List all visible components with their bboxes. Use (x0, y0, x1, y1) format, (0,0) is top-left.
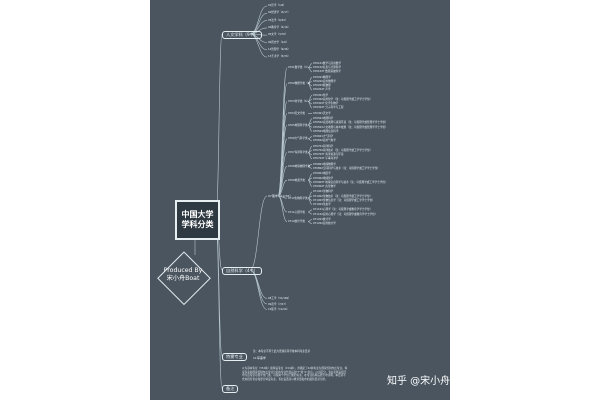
humanities-item[interactable]: 03法学（6/32） (268, 18, 288, 22)
science-class[interactable]: 0711心理学类 (288, 210, 305, 214)
category-natural-science[interactable]: 自然科学（4个） (222, 267, 262, 275)
science-major[interactable]: 070401天文学 (313, 111, 331, 115)
category-special[interactable]: 特需专业 (222, 353, 247, 361)
science-major[interactable]: 070303T 化学生物学 (313, 102, 339, 106)
humanities-item[interactable]: 02经济学（4/17） (268, 11, 291, 15)
science-major[interactable]: 070702海洋技术（注：可授理学或工学学士学位） (313, 149, 373, 152)
science-major[interactable]: 071201统计学 (313, 218, 331, 221)
science-major[interactable]: 070801地球物理学 (313, 162, 336, 166)
science-major[interactable]: 070602应用气象学 (313, 139, 336, 143)
science-major[interactable]: 070102信息与计算科学 (313, 66, 342, 70)
science-class[interactable]: 0706大气科学类 (288, 137, 308, 141)
science-class[interactable]: 0707海洋科学类 (288, 151, 308, 155)
science-class[interactable]: 0703化学类（6） (288, 100, 310, 104)
science-major[interactable]: 070701海洋科学 (313, 144, 334, 148)
science-subcategory[interactable]: 08工学（31/169） (268, 297, 291, 300)
science-major[interactable]: 070903T 地球信息科学与技术（注：可授理学或工学学士学位） (313, 180, 388, 184)
science-major[interactable]: 071003生物信息学（注：可授理学或工学学士学位） (313, 198, 375, 202)
science-class[interactable]: 0712统计学类 (288, 220, 305, 224)
special-note: 注：本专业不列于此为普通高等学校本科专业目录 (253, 350, 311, 353)
science-major[interactable]: 070504地理信息科学 (313, 129, 339, 133)
watermark: 知乎 @宋小舟 (387, 376, 450, 387)
science-class[interactable]: 0709地质学类 (288, 178, 305, 182)
science-major[interactable]: 071004生态学 (313, 203, 331, 206)
science-major[interactable]: 070301化学 (313, 93, 329, 97)
science-major[interactable]: 071102应用心理学（注：可授理学或教育学学士学位） (313, 212, 378, 216)
science-subcategory[interactable]: 09农学（7/27） (268, 302, 288, 306)
producer-line2: 宋小舟Boat (166, 275, 200, 282)
science-major[interactable]: 070501地理科学 (313, 117, 334, 121)
producer-node: Produced By 宋小舟Boat (153, 251, 213, 306)
root-title-line1: 中国大学 (181, 210, 214, 219)
humanities-item[interactable]: 12管理学（9/46） (268, 47, 291, 51)
producer-line1: Produced By (163, 267, 203, 274)
science-major[interactable]: 070704T 军事海洋学 (313, 157, 339, 161)
root-node[interactable]: 中国大学 学科分类 (175, 200, 220, 240)
science-major[interactable]: 070202应用物理学 (313, 80, 336, 83)
category-humanities[interactable]: 人文学科（9个） (222, 31, 262, 39)
science-class[interactable]: 0705地理科学类 (288, 123, 308, 127)
humanities-item[interactable]: 04教育学（2/16） (268, 25, 291, 29)
science-class[interactable]: 0702物理学类（5） (288, 82, 312, 86)
special-item[interactable]: 11军事学 (253, 356, 266, 360)
humanities-item[interactable]: 05文学（3/76） (268, 33, 288, 37)
science-class[interactable]: 0708地球物理学类 (288, 164, 311, 168)
science-major[interactable]: 070502自然地理与资源环境（注：可授理学或管理学学士学位） (313, 121, 388, 125)
science-class[interactable]: 0710生物科学类 (288, 196, 308, 200)
science-major[interactable]: 070101数学与应用数学 (313, 62, 342, 65)
science-major[interactable]: 070601大气科学 (313, 135, 334, 139)
mindmap-canvas: 中国大学 学科分类 Produced By 宋小舟Boat 人文学科（9个） 自… (150, 0, 450, 400)
science-major[interactable]: 070904T 古生物学 (313, 185, 336, 188)
science-major[interactable]: 071001生物科学 (313, 190, 334, 194)
humanities-item[interactable]: 01哲学（1/6） (268, 4, 286, 7)
subcategory-science[interactable]: 07理学（12/36） (268, 194, 293, 198)
connector-lines (194, 5, 313, 389)
root-title-line2: 学科分类 (181, 220, 214, 229)
science-class[interactable]: 0704天文学类 (288, 111, 305, 115)
humanities-item[interactable]: 13艺术学（5/33） (268, 55, 291, 59)
science-major[interactable]: 070304T 分子科学与工程 (313, 106, 344, 110)
science-major[interactable]: 070901地质学 (313, 172, 331, 176)
science-major[interactable]: 070902地球化学 (313, 176, 334, 180)
science-major[interactable]: 070302应用化学（注：可授理学或工学学士学位） (313, 98, 373, 101)
science-major[interactable]: 071101心理学（注：可授理学或教育学学士学位） (313, 208, 373, 212)
humanities-item[interactable]: 06历史学（1/6） (268, 40, 289, 44)
category-remarks[interactable]: 备注 (222, 385, 239, 393)
science-major[interactable]: 071002生物技术（注：可授理学或工学学士学位） (313, 194, 373, 198)
science-subcategory[interactable]: 10医学（11/44） (268, 308, 290, 311)
science-major[interactable]: 070103T 数理基础科学 (313, 70, 341, 74)
remarks-text: 以为基本专业（352种）和特设专业（154种），并确定了62种专业为国家控制布点… (242, 367, 348, 381)
science-major[interactable]: 071202应用统计学 (313, 222, 336, 226)
science-major[interactable]: 070201物理学 (313, 75, 331, 79)
science-major[interactable]: 070203核物理 (313, 84, 331, 88)
science-major[interactable]: 070802空间科学与技术（注：可授理学或工学学士学位） (313, 167, 380, 170)
science-major[interactable]: 070204T 声学 (313, 88, 331, 92)
science-major[interactable]: 070503人文地理与城乡规划（注：可授理学或管理学学士学位） (313, 125, 388, 129)
science-class[interactable]: 0701数学类（3） (288, 66, 310, 70)
science-major[interactable]: 070703T 海洋资源与环境 (313, 153, 344, 157)
